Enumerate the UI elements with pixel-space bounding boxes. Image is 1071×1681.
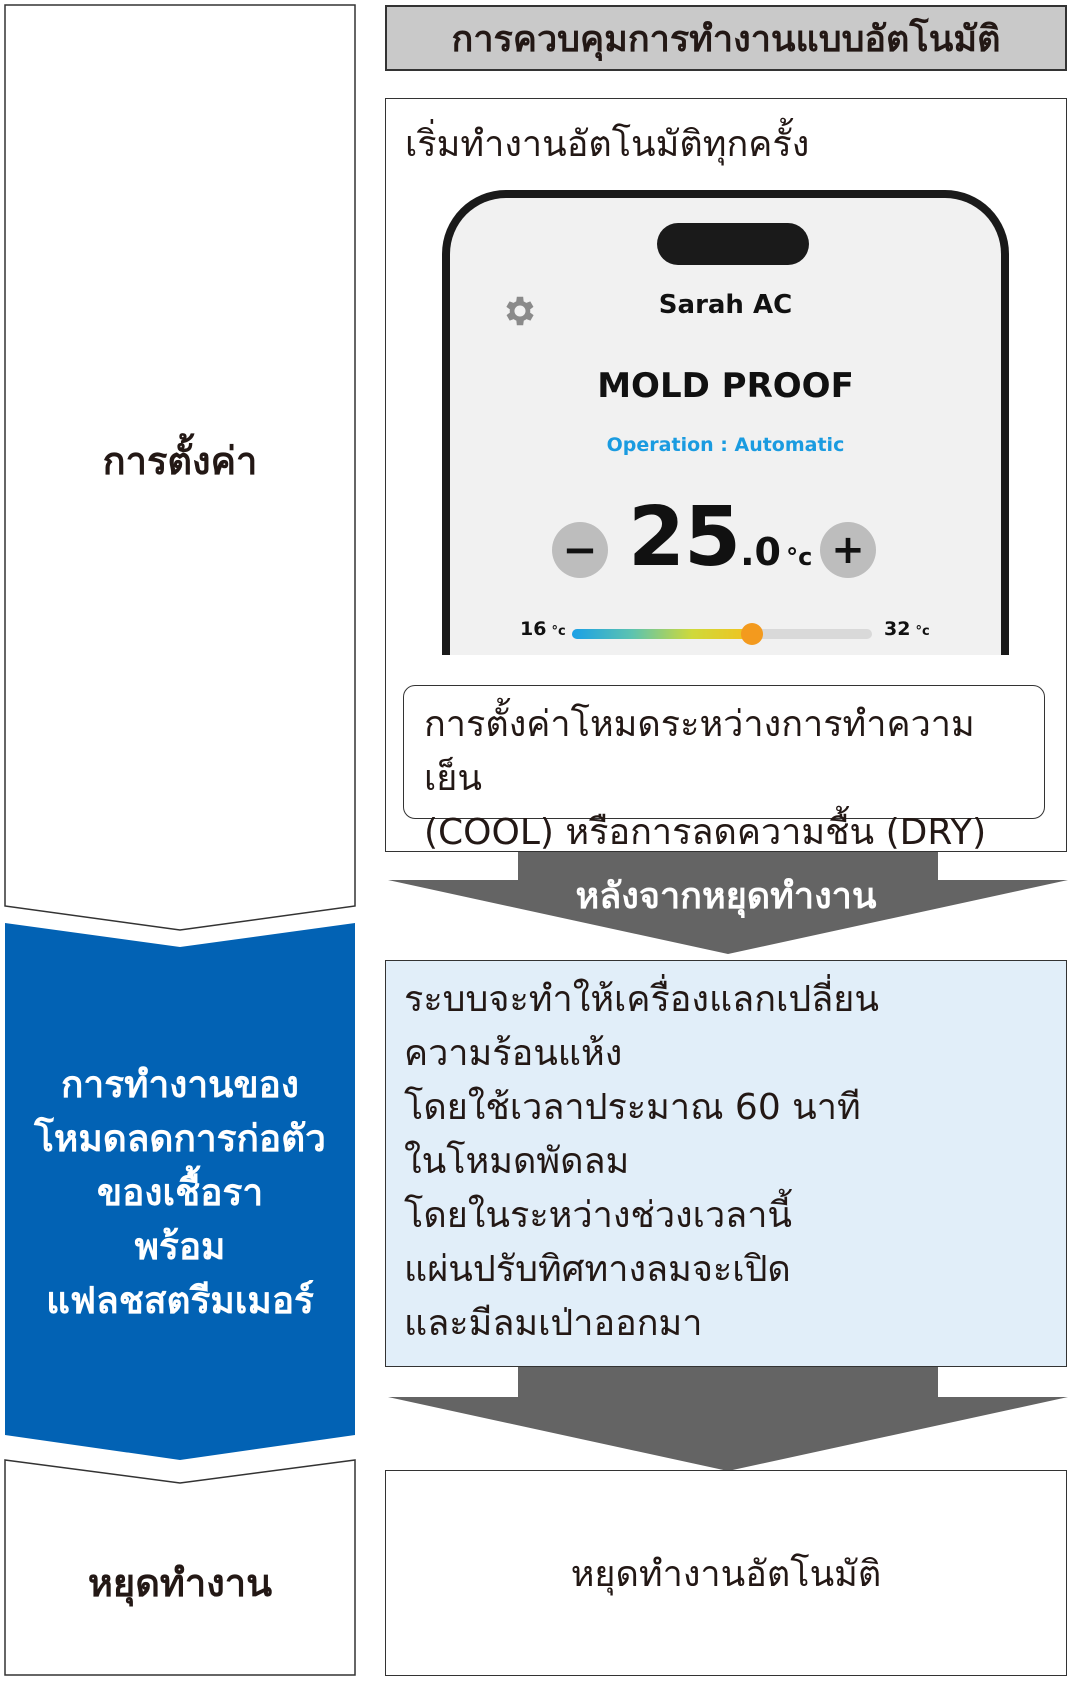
fan-dry-line-7: และมีลมเป่าออกมา [404,1303,703,1344]
mold-line-1: การทำงานของ [61,1063,299,1106]
range-max-unit: °c [915,624,930,639]
to-stop-arrow [388,1367,1068,1471]
fan-dry-panel: ระบบจะทำให้เครื่องแลกเปลี่ยน ความร้อนแห้… [385,960,1067,1367]
fan-dry-line-4: ในโหมดพัดลม [404,1141,630,1182]
phone-mockup: Sarah AC MOLD PROOF Operation : Automati… [442,190,1009,655]
mode-name: MOLD PROOF [597,366,854,406]
mold-line-2: โหมดลดการก่อตัว [34,1117,326,1160]
range-max: 32 °c [884,618,930,640]
mold-line-3: ของเชื้อรา [96,1171,264,1214]
slider-fill [572,629,752,639]
auto-start-title: เริ่มทำงานอัตโนมัติทุกครั้ง [405,124,810,165]
slider-knob[interactable] [741,623,763,645]
mold-step-shape [5,923,355,1460]
range-max-value: 32 [884,618,911,640]
mold-line-4: พร้อม [134,1225,226,1268]
stop-step-label: หยุดทำงาน [87,1561,273,1605]
app-name: Sarah AC [658,290,793,320]
phone-notch [657,223,809,265]
fan-dry-line-5: โดยในระหว่างช่วงเวลานี้ [404,1195,793,1236]
mold-line-5: แฟลชสตรีมเมอร์ [46,1279,314,1322]
fan-dry-line-6: แผ่นปรับทิศทางลมจะเปิด [404,1249,791,1290]
setting-step-shape [4,4,356,931]
mode-note: การตั้งค่าโหมดระหว่างการทำความเย็น (COOL… [403,685,1045,853]
plus-button[interactable]: + [820,522,876,578]
temperature-slider[interactable] [572,623,872,645]
gear-icon[interactable] [501,292,539,330]
minus-icon: − [562,525,598,574]
temperature-display: 25.0 °c [628,490,828,585]
mold-step-label: การทำงานของ โหมดลดการก่อตัว ของเชื้อรา พ… [5,1058,355,1328]
temperature-unit: °c [786,543,813,571]
range-min-value: 16 [520,618,547,640]
mode-note-line-1: การตั้งค่าโหมดระหว่างการทำความเย็น [424,704,975,799]
header-title: การควบคุมการทำงานแบบอัตโนมัติ [385,5,1067,71]
fan-dry-line-3: โดยใช้เวลาประมาณ 60 นาที [404,1087,861,1128]
temperature-whole: 25 [628,490,741,585]
stop-step-shape [4,1459,356,1676]
mode-note-line-2: (COOL) หรือการลดความชื้น (DRY) [424,812,987,853]
operation-status: Operation : Automatic [606,434,845,456]
range-min-unit: °c [551,624,566,639]
range-min: 16 °c [520,618,566,640]
after-stop-label: หลังจากหยุดทำงาน [575,876,877,917]
temperature-decimal: .0 [740,530,782,574]
plus-icon: + [831,527,865,573]
after-stop-arrow [388,852,1068,954]
auto-stop-panel: หยุดทำงานอัตโนมัติ [385,1470,1067,1676]
auto-stop-text: หยุดทำงานอัตโนมัติ [570,1553,882,1595]
fan-dry-line-2: ความร้อนแห้ง [404,1033,623,1074]
minus-button[interactable]: − [552,522,608,578]
fan-dry-line-1: ระบบจะทำให้เครื่องแลกเปลี่ยน [404,979,879,1020]
setting-step-label: การตั้งค่า [102,439,258,483]
